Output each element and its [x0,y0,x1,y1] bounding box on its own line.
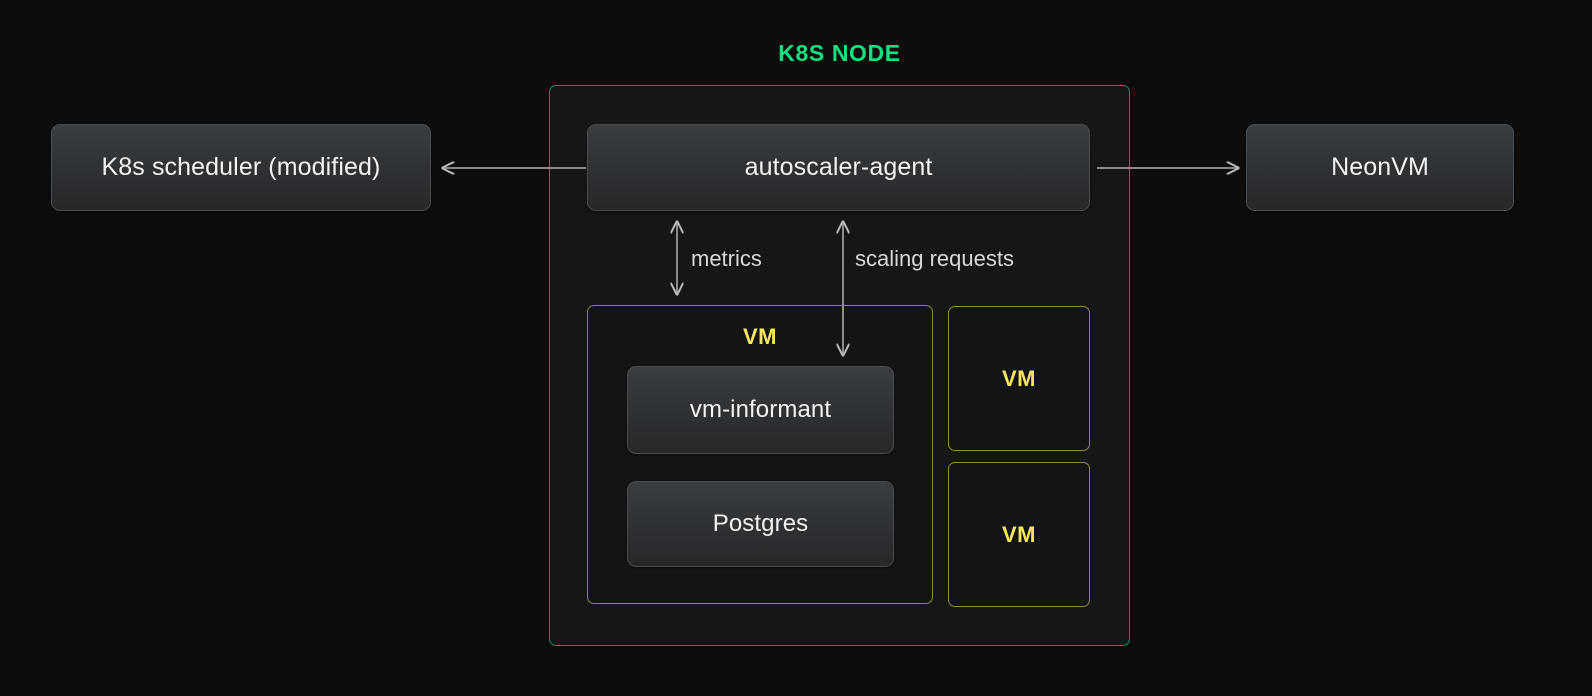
k8s-node-title: K8S NODE [778,40,901,66]
vm-third-label: VM [1002,521,1036,547]
node-postgres: Postgres [627,481,894,567]
vm-main-label: VM [743,324,777,349]
node-neonvm: NeonVM [1246,124,1514,211]
vm-second-label: VM [1002,365,1036,391]
node-autoscaler-agent: autoscaler-agent [587,124,1090,211]
edge-label-scaling-requests: scaling requests [855,246,1014,271]
node-vm-informant: vm-informant [627,366,894,454]
vm-box-third: VM [948,462,1090,607]
vm-box-second: VM [948,306,1090,451]
node-k8s-scheduler: K8s scheduler (modified) [51,124,431,211]
edge-label-metrics: metrics [691,246,762,271]
